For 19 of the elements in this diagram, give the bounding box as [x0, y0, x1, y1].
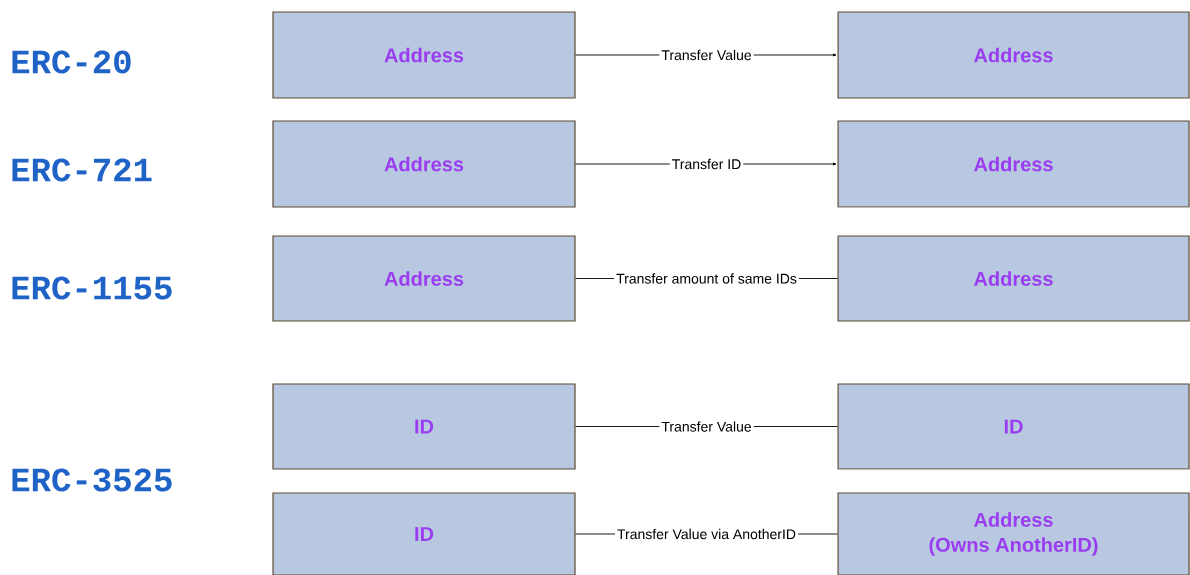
box: Address (Owns AnotherID) — [837, 492, 1190, 575]
standard-label: ERC-3525 — [12, 468, 172, 492]
edge-label: Transfer Value — [659, 47, 754, 63]
box: ID — [272, 492, 576, 575]
edge-label: Transfer Value via AnotherID — [615, 526, 798, 542]
edge-label: Transfer amount of same IDs — [614, 271, 799, 286]
box: ID — [272, 383, 576, 470]
box: ID — [837, 383, 1190, 470]
box: Address — [837, 120, 1190, 208]
edge-label: Transfer ID — [669, 156, 744, 172]
box: Address — [272, 120, 576, 208]
edge-label: Transfer Value — [659, 419, 754, 434]
box: Address — [837, 235, 1190, 322]
standard-label: ERC-1155 — [12, 276, 172, 300]
box: Address — [272, 235, 576, 322]
standard-label: ERC-721 — [12, 158, 152, 182]
box: Address — [837, 11, 1190, 99]
box: Address — [272, 11, 576, 99]
standard-label: ERC-20 — [12, 50, 131, 74]
